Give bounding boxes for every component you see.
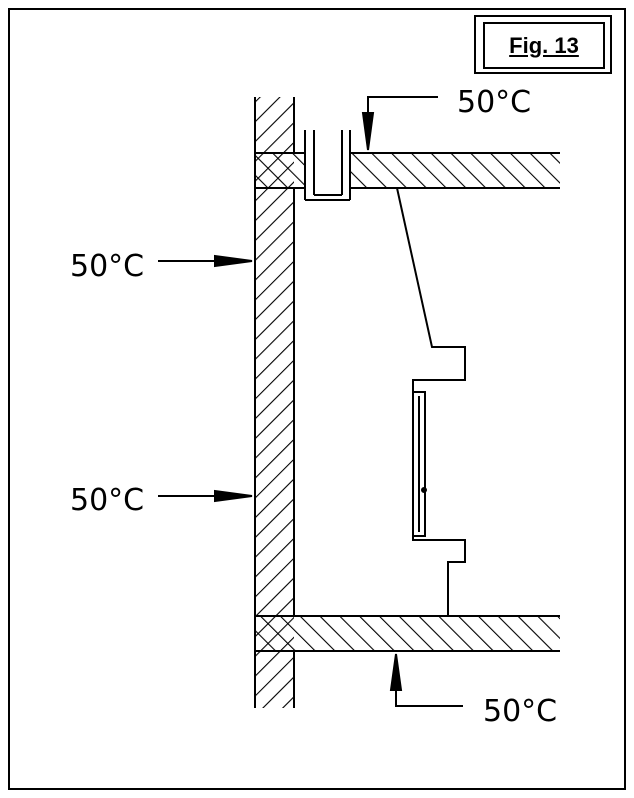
fireplace-appliance	[396, 187, 466, 616]
arrow-top	[361, 96, 438, 151]
flue-pipe	[304, 130, 351, 201]
temp-label-top: 50°C	[457, 85, 531, 120]
top-shelf	[255, 152, 560, 189]
figure-frame	[8, 8, 626, 790]
bottom-shelf	[255, 615, 560, 652]
temp-label-bottom: 50°C	[483, 694, 557, 729]
side-wall	[254, 97, 295, 708]
figure-label-inner-box: Fig. 13	[483, 22, 605, 69]
arrow-left-lower	[158, 489, 253, 503]
arrow-left-upper	[158, 254, 253, 268]
temp-label-left-upper: 50°C	[70, 249, 144, 284]
arrow-bottom	[389, 653, 463, 707]
figure-label: Fig. 13	[509, 32, 579, 58]
figure-label-box: Fig. 13	[474, 15, 612, 74]
temp-label-left-lower: 50°C	[70, 483, 144, 518]
